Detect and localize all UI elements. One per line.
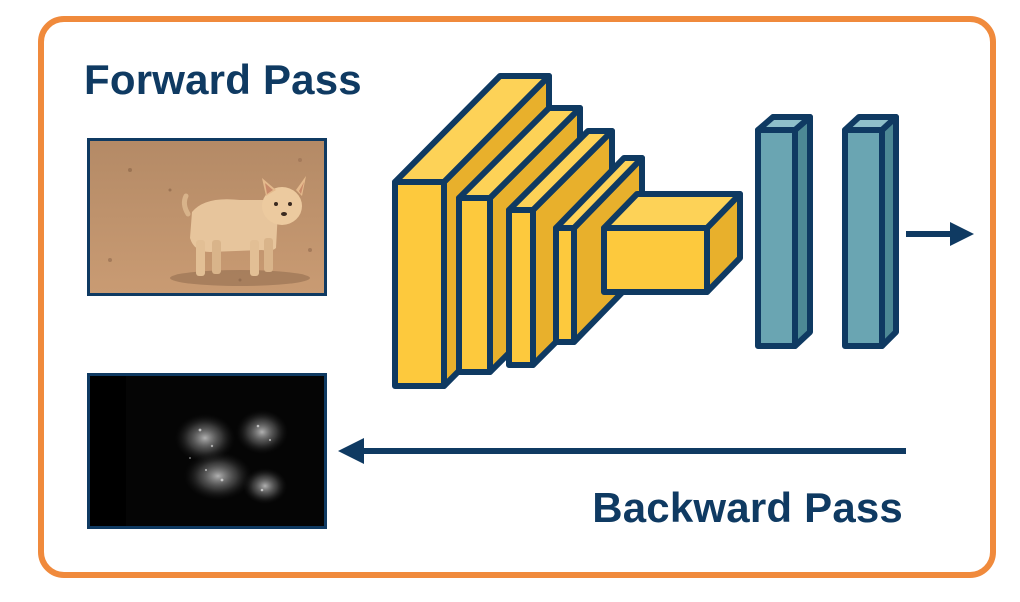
fc-layer-2 [842,114,899,349]
forward-pass-label: Forward Pass [84,56,362,103]
arrow-left-icon [338,438,906,464]
backward-pass-label: Backward Pass [592,484,903,531]
arrow-right-icon [906,222,974,246]
fc-layer-1 [755,114,813,349]
saliency-map [87,373,327,529]
dog-figure [181,176,306,276]
input-image [87,138,327,296]
fc-layers [755,114,899,349]
conv-block-5 [601,191,743,295]
conv-layers [392,73,743,389]
